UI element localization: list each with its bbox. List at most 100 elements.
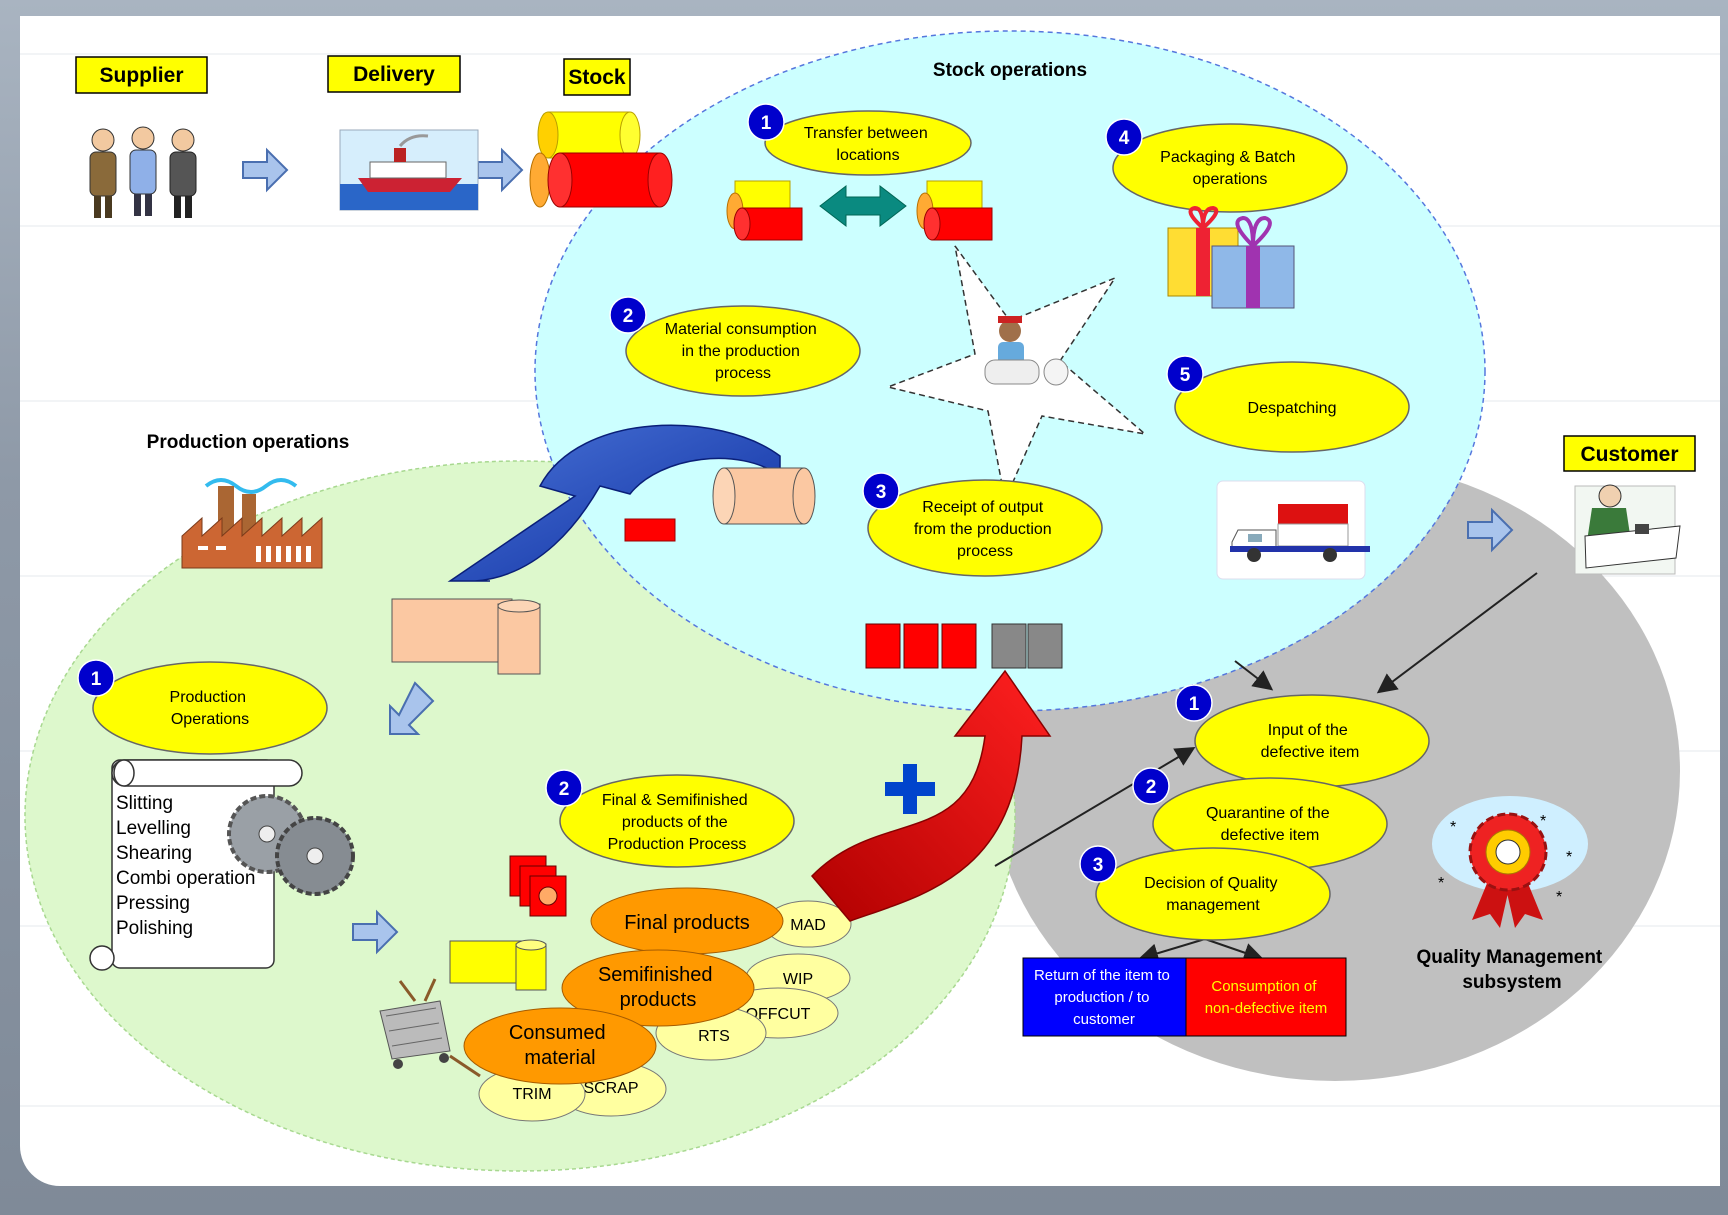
svg-text:*: * <box>1566 849 1572 866</box>
arrow-right-icon <box>1467 507 1514 553</box>
svg-text:Delivery: Delivery <box>353 63 435 86</box>
stock-op-5-badge: 5 <box>1166 355 1204 393</box>
arrow-down-left-icon <box>389 681 435 735</box>
production-op-2-badge: 2 <box>545 769 583 807</box>
svg-text:Consumed material: Consumed material <box>509 1022 611 1069</box>
worker-icon <box>984 316 1069 386</box>
tag-trim: TRIM <box>512 1086 551 1103</box>
production-op-operations-bubble: Production Operations <box>92 661 328 755</box>
svg-text:3: 3 <box>1093 855 1104 876</box>
svg-text:*: * <box>1540 813 1546 830</box>
semifinished-products-oval: Semifinished products <box>561 949 755 1027</box>
svg-text:Despatching: Despatching <box>1248 400 1337 417</box>
svg-text:1: 1 <box>91 669 102 690</box>
output-flow-arrow-icon <box>810 669 1052 922</box>
svg-text:*: * <box>1438 875 1444 892</box>
sheets-stack-icon <box>509 855 567 917</box>
stock-operations-title: Stock operations <box>933 60 1087 81</box>
customer-label: Customer <box>1563 435 1696 472</box>
delivery-label: Delivery <box>327 55 461 93</box>
stock-op-4-badge: 4 <box>1105 118 1143 156</box>
tag-rts: RTS <box>698 1028 730 1045</box>
factory-icon <box>181 478 323 569</box>
customer-figure-icon <box>1574 484 1681 575</box>
arrow-right-icon <box>352 909 399 955</box>
svg-text:Transfer between locatio: Transfer between locations <box>804 125 932 164</box>
material-flow-arrow-icon <box>447 424 781 582</box>
svg-text:Final & Semifinished pro: Final & Semifinished products of the Pro… <box>602 792 752 853</box>
svg-text:3: 3 <box>876 482 887 503</box>
transfer-rolls-icon <box>726 180 993 241</box>
tag-offcut: OFFCUT <box>746 1006 811 1023</box>
award-rosette-icon: * * * * * <box>1432 796 1588 928</box>
quality-3-badge: 3 <box>1079 845 1117 883</box>
truck-icon <box>1216 480 1370 580</box>
arrow-right-icon <box>242 147 289 193</box>
svg-text:Final products: Final products <box>624 912 750 934</box>
stock-op-transfer-bubble: Transfer between locations <box>764 110 972 176</box>
quality-1-badge: 1 <box>1175 684 1213 722</box>
return-item-box: Return of the item to production / to cu… <box>1022 957 1187 1037</box>
svg-text:Receipt of output from t: Receipt of output from the production pr… <box>914 499 1056 560</box>
svg-text:4: 4 <box>1119 128 1130 149</box>
consumed-material-oval: Consumed material <box>463 1007 657 1085</box>
svg-text:Production Operations: Production Operations <box>170 689 251 728</box>
quality-quarantine-bubble: Quarantine of the defective item <box>1152 777 1388 871</box>
svg-text:Supplier: Supplier <box>99 64 183 87</box>
svg-text:5: 5 <box>1180 365 1191 386</box>
material-block-icon <box>391 598 541 675</box>
svg-text:Semifinished products: Semifinished products <box>598 964 718 1011</box>
svg-text:Return of the item to pr: Return of the item to production / to cu… <box>1034 967 1174 1028</box>
arrow-right-icon <box>477 147 524 193</box>
quality-input-bubble: Input of the defective item <box>1194 694 1430 788</box>
stock-op-1-badge: 1 <box>747 103 785 141</box>
stock-op-2-badge: 2 <box>609 296 647 334</box>
ship-icon <box>339 129 479 211</box>
material-roll-icon <box>712 467 816 525</box>
tag-wip: WIP <box>783 971 813 988</box>
svg-text:Quarantine of the defect: Quarantine of the defective item <box>1206 805 1334 844</box>
svg-text:Packaging & Batch operat: Packaging & Batch operations <box>1160 149 1300 188</box>
process-diagram: Supplier Delivery Stock Customer <box>20 30 1720 1172</box>
svg-text:2: 2 <box>623 306 634 327</box>
output-blocks-icon <box>865 623 1063 669</box>
production-op-products-bubble: Final & Semifinished products of the Pro… <box>559 774 795 868</box>
supplier-label: Supplier <box>75 56 208 94</box>
diagram-canvas: Supplier Delivery Stock Customer <box>20 16 1720 1186</box>
svg-text:1: 1 <box>761 113 772 134</box>
svg-text:Customer: Customer <box>1580 443 1678 466</box>
double-arrow-icon <box>819 184 907 228</box>
quality-management-title: Quality Management subsystem <box>1416 947 1607 993</box>
production-op-1-badge: 1 <box>77 659 115 697</box>
stock-op-receipt-bubble: Receipt of output from the production pr… <box>867 479 1103 577</box>
svg-text:Consumption of non-defec: Consumption of non-defective item <box>1205 978 1328 1017</box>
saw-blades-icon <box>227 794 355 896</box>
quality-decision-bubble: Decision of Quality management <box>1095 847 1331 941</box>
tag-scrap: SCRAP <box>583 1080 638 1097</box>
svg-text:2: 2 <box>1146 777 1157 798</box>
svg-text:*: * <box>1450 819 1456 836</box>
stock-label: Stock <box>563 58 631 96</box>
svg-text:*: * <box>1556 889 1562 906</box>
process-list-scroll: Slitting Levelling Shearing Combi operat… <box>89 759 303 971</box>
quality-2-badge: 2 <box>1132 767 1170 805</box>
plus-icon <box>885 764 935 814</box>
stock-op-consumption-bubble: Material consumption in the production p… <box>625 305 861 397</box>
supplier-people-icon <box>89 126 197 218</box>
svg-text:Material consumption in: Material consumption in the production p… <box>665 321 822 382</box>
stock-rolls-icon <box>529 111 673 208</box>
svg-text:Slitting Levelling: Slitting Levelling Shearing Combi operat… <box>116 793 261 939</box>
tag-mad: MAD <box>790 917 826 934</box>
minus-icon <box>624 518 676 542</box>
svg-text:Stock: Stock <box>568 66 626 89</box>
svg-text:Decision of Quality mana: Decision of Quality management <box>1144 875 1282 914</box>
stock-op-3-badge: 3 <box>862 472 900 510</box>
product-block-icon <box>449 939 547 991</box>
svg-text:2: 2 <box>559 779 570 800</box>
final-products-oval: Final products <box>590 887 784 955</box>
quality-connectors <box>994 572 1538 963</box>
production-operations-title: Production operations <box>147 432 350 453</box>
svg-text:1: 1 <box>1189 694 1200 715</box>
flow-arrow-icons <box>242 147 1514 955</box>
